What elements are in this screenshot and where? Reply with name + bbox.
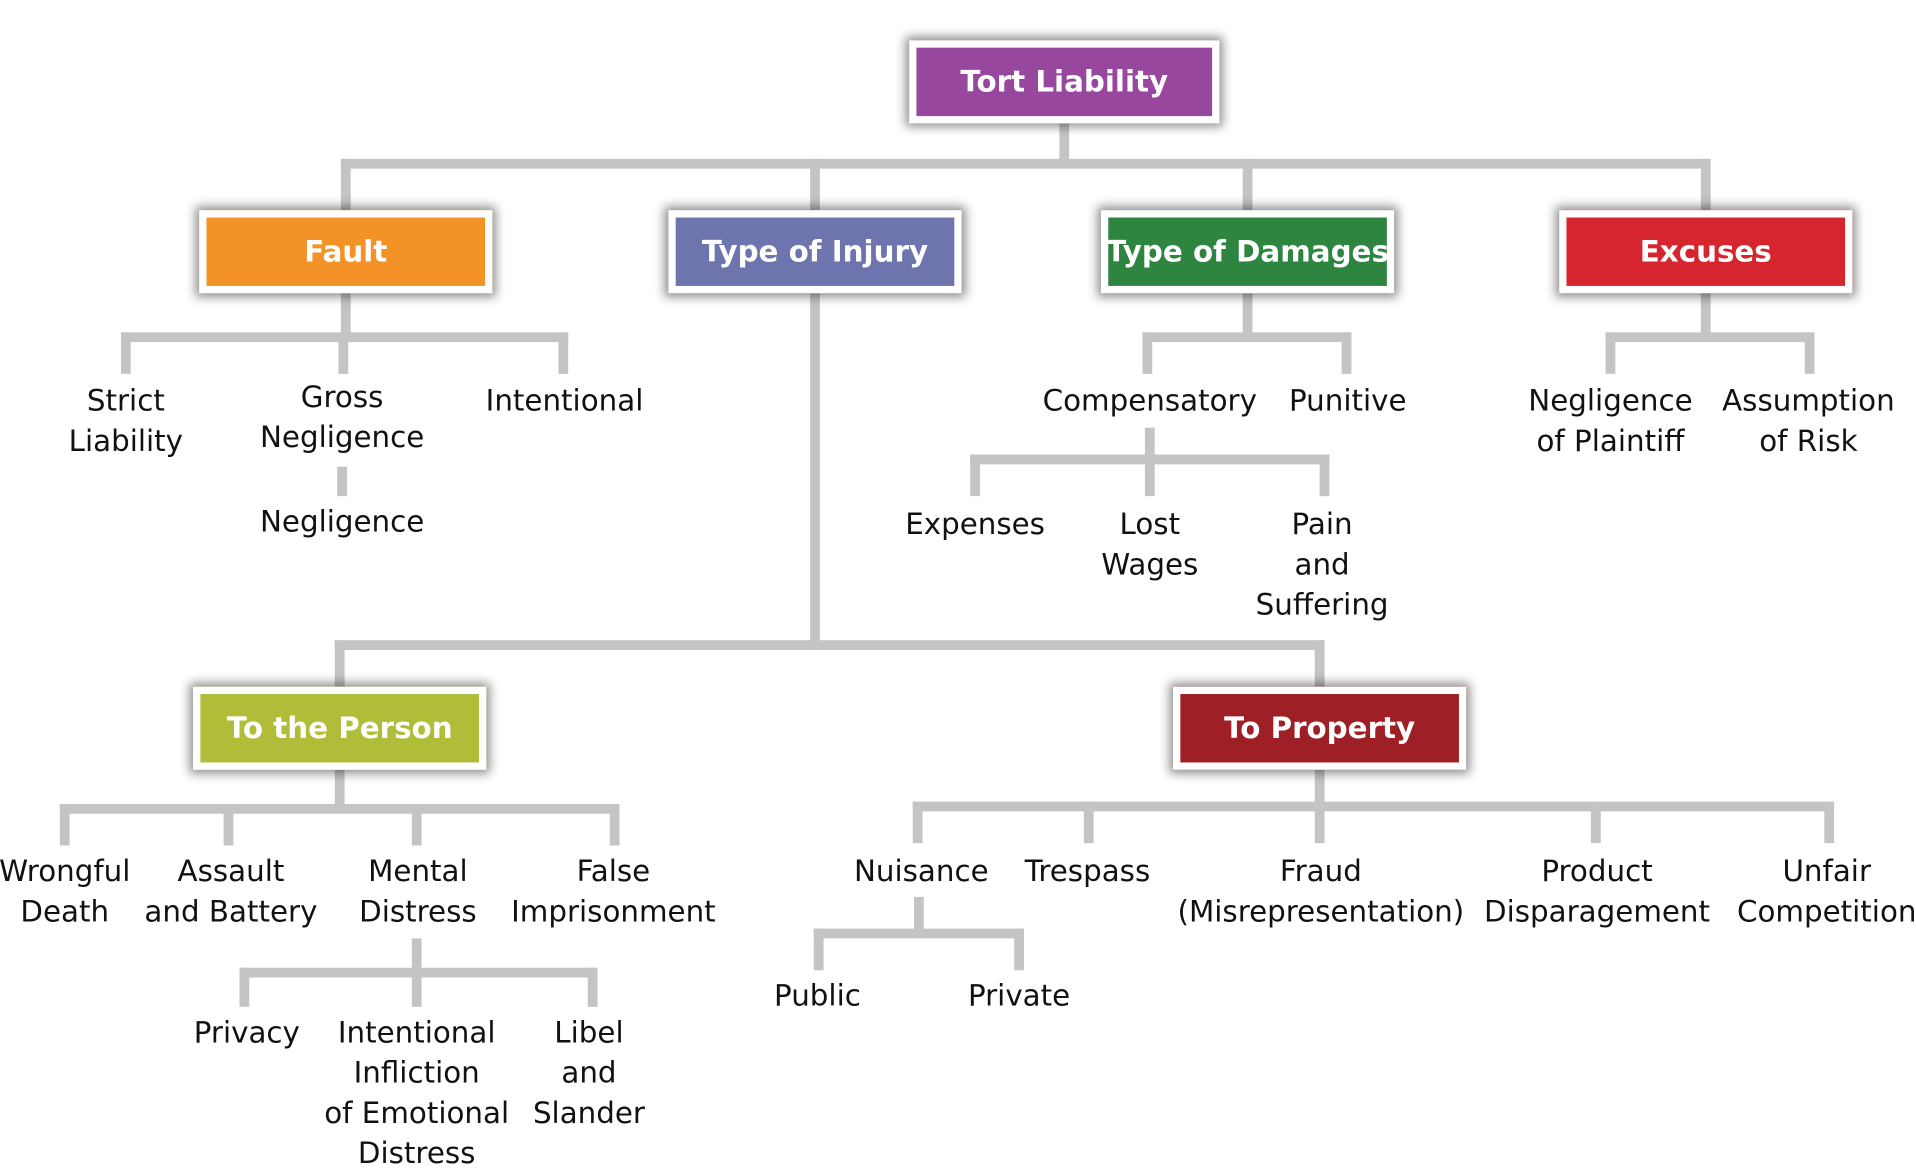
strict-liability-label: Strict Liability — [68, 383, 184, 459]
unfair-competition-label: Unfair Competition — [1737, 854, 1916, 929]
fraud-label: Fraud (Misrepresentation) — [1177, 854, 1465, 929]
negligence-label: Negligence — [259, 504, 425, 539]
type-of-injury-box: Type of Injury — [668, 210, 962, 294]
mental-distress-label: Mental Distress — [359, 854, 477, 929]
excuses-box: Excuses — [1559, 210, 1853, 294]
pain-and-suffering-label: Pain and Suffering — [1255, 507, 1389, 622]
negligence-of-plaintiff-label: Negligence of Plaintiff — [1528, 383, 1693, 459]
type-of-damages-box: Type of Damages — [1100, 210, 1395, 294]
punitive-label: Punitive — [1288, 383, 1407, 418]
to-the-person-box: To the Person — [193, 686, 487, 770]
compensatory-label: Compensatory — [1042, 383, 1257, 418]
to-property-box: To Property — [1173, 686, 1467, 770]
nuisance-label: Nuisance — [853, 854, 989, 889]
private-label: Private — [967, 978, 1071, 1013]
gross-negligence-label: Gross Negligence — [259, 380, 425, 455]
tort-liability-box: Tort Liability — [909, 40, 1220, 124]
false-imprisonment-label: False Imprisonment — [511, 854, 716, 929]
libel-and-slander-label: Libel and Slander — [532, 1015, 645, 1131]
assumption-of-risk-label: Assumption of Risk — [1722, 383, 1895, 459]
expenses-label: Expenses — [905, 507, 1045, 542]
lost-wages-label: Lost Wages — [1101, 507, 1199, 582]
product-disparagement-label: Product Disparagement — [1484, 854, 1711, 929]
fault-box: Fault — [199, 210, 493, 294]
intentional-label: Intentional — [485, 383, 644, 418]
intentional-infliction-label: Intentional Infliction of Emotional Dist… — [324, 1015, 510, 1171]
trespass-label: Trespass — [1024, 854, 1151, 889]
public-label: Public — [774, 978, 861, 1013]
privacy-label: Privacy — [193, 1015, 300, 1050]
assault-and-battery-label: Assault and Battery — [144, 854, 318, 929]
wrongful-death-label: Wrongful Death — [0, 854, 131, 929]
